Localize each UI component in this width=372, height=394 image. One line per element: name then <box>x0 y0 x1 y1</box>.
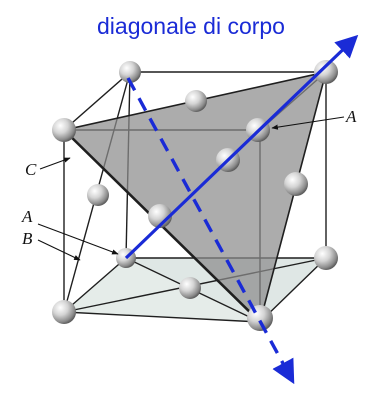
label-a-left: A <box>21 207 33 226</box>
atom <box>314 60 338 84</box>
atom <box>179 277 201 299</box>
label-c: C <box>25 160 37 179</box>
atom <box>52 300 76 324</box>
label-b: B <box>22 229 33 248</box>
body-diagonal-arrow <box>124 34 359 260</box>
atom <box>52 118 76 142</box>
dashed-diagonal-arrow <box>126 77 295 385</box>
atom <box>87 184 109 206</box>
label-leaders <box>37 116 345 261</box>
lower-triangle-plane <box>64 258 260 322</box>
title-label: diagonale di corpo <box>97 13 285 39</box>
atom <box>148 204 172 228</box>
atom <box>247 305 273 331</box>
atom <box>284 172 308 196</box>
atom <box>314 246 338 270</box>
atom <box>119 61 141 83</box>
label-a-right: A <box>345 107 357 126</box>
atom <box>185 90 207 112</box>
